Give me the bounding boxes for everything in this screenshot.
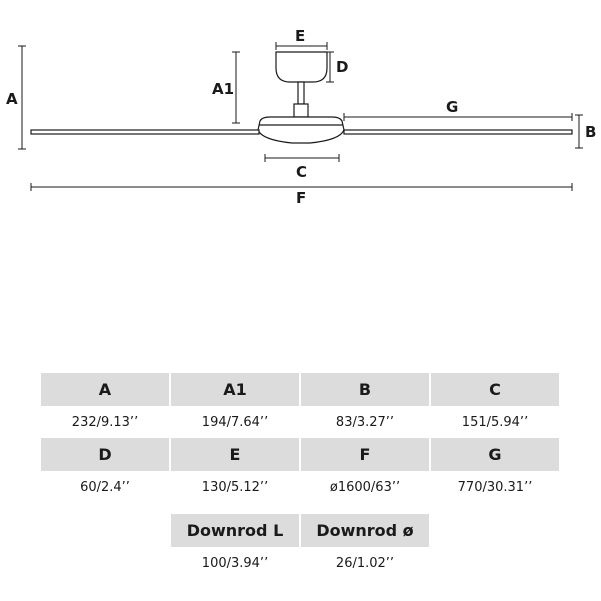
table-value-cell: 83/3.27’’ bbox=[335, 414, 395, 430]
table-value-cell: 130/5.12’’ bbox=[201, 479, 269, 495]
dim-d-label: D bbox=[336, 58, 348, 76]
table-value-cell: 100/3.94’’ bbox=[201, 555, 269, 571]
dim-g-label: G bbox=[446, 98, 458, 116]
table-header-cell: F bbox=[301, 438, 429, 471]
table-header-cell: Downrod L bbox=[171, 514, 299, 547]
table-header-cell: D bbox=[41, 438, 169, 471]
table-value-cell: 60/2.4’’ bbox=[80, 479, 130, 495]
dim-f-label: F bbox=[296, 189, 306, 207]
canopy-shape bbox=[275, 51, 328, 83]
table-value-cell: 26/1.02’’ bbox=[335, 555, 395, 571]
table-header-cell: Downrod ø bbox=[301, 514, 429, 547]
table-header-cell: A1 bbox=[171, 373, 299, 406]
dim-b-label: B bbox=[585, 123, 596, 141]
table-value-cell: 770/30.31’’ bbox=[457, 479, 533, 495]
table-value-cell: 194/7.64’’ bbox=[201, 414, 269, 430]
table-header-cell: C bbox=[431, 373, 559, 406]
table-header-cell: B bbox=[301, 373, 429, 406]
dim-e-label: E bbox=[295, 27, 305, 45]
fan-dimension-diagram: A A1 E D G B C F bbox=[6, 27, 596, 207]
right-blade-shape bbox=[343, 129, 573, 135]
table-value-cell: ø1600/63’’ bbox=[329, 479, 401, 495]
left-blade-shape bbox=[30, 129, 260, 135]
table-header-cell: E bbox=[171, 438, 299, 471]
dim-a-label: A bbox=[6, 90, 18, 108]
dim-c-label: C bbox=[296, 163, 307, 181]
table-value-cell: 151/5.94’’ bbox=[461, 414, 529, 430]
dim-a1-label: A1 bbox=[212, 80, 234, 98]
table-header-cell: G bbox=[431, 438, 559, 471]
table-value-cell: 232/9.13’’ bbox=[71, 414, 139, 430]
table-header-cell: A bbox=[41, 373, 169, 406]
